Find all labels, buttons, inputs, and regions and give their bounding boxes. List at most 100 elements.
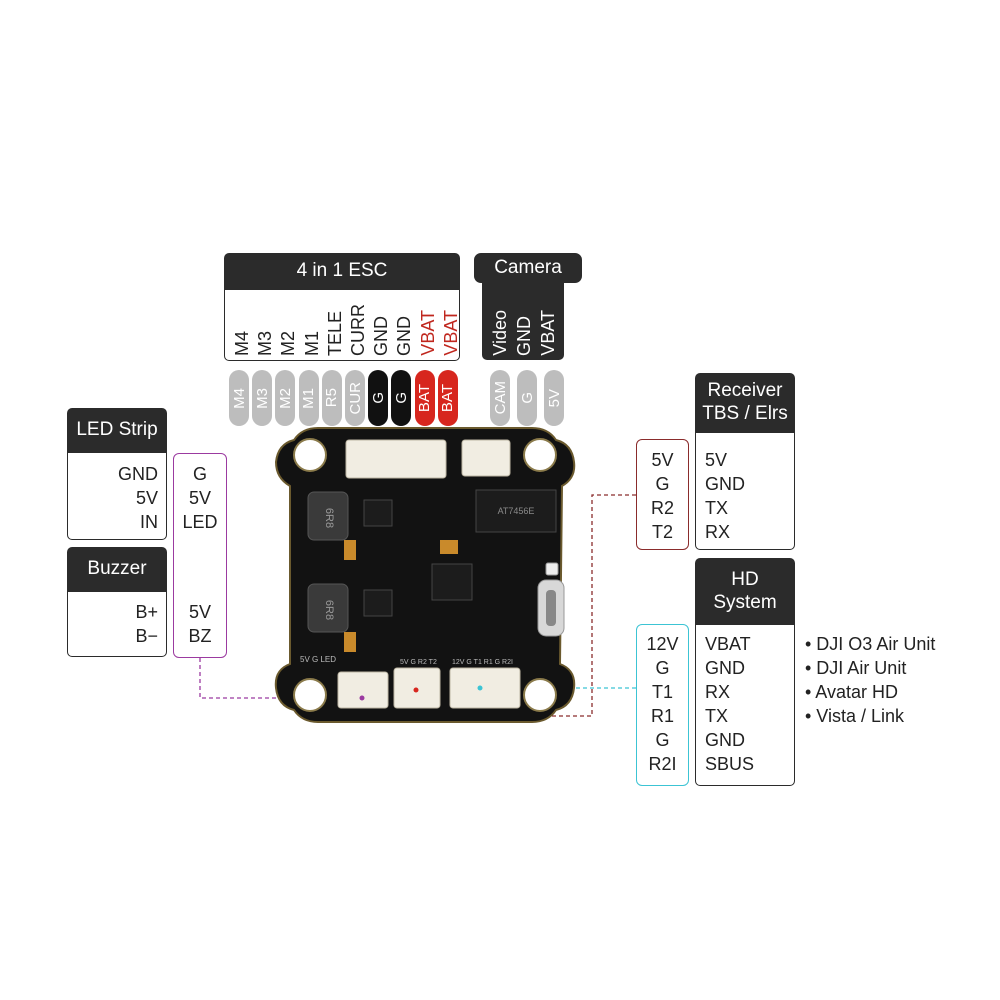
esc-pad: R5	[321, 370, 342, 426]
hd-system-title-line2: System	[713, 591, 777, 613]
camera-pad: CAM	[490, 370, 510, 426]
receiver-title-line2: TBS / Elrs	[702, 403, 788, 424]
led-strip-pad: 5V	[188, 488, 212, 508]
mount-hole	[523, 678, 557, 712]
esc-title: 4 in 1 ESC	[296, 260, 388, 282]
hd-system-label: GND	[705, 730, 745, 750]
esc-pad: M3	[252, 370, 273, 426]
hd-system-label: GND	[705, 658, 745, 678]
buzzer-header: Buzzer	[67, 547, 167, 592]
receiver-label: TX	[705, 498, 729, 518]
capacitor	[344, 632, 356, 652]
capacitor	[440, 540, 458, 554]
hd-system-pad: R2I	[648, 754, 677, 774]
led-strip-pad: LED	[182, 512, 218, 532]
led-connector	[337, 671, 389, 709]
esc-pad: M2	[275, 370, 296, 426]
hd-system-label-box	[695, 624, 795, 786]
led-strip-label: 5V	[135, 488, 158, 508]
inductor	[307, 491, 349, 541]
inductor-marking: 6R8	[323, 600, 335, 620]
hd-system-title-line1: HD	[731, 568, 759, 590]
receiver-label: 5V	[705, 450, 728, 470]
esc-header: 4 in 1 ESC	[224, 253, 460, 290]
receiver-pad: G	[655, 474, 670, 494]
led-strip-pad: G	[192, 464, 207, 484]
buzzer-label-box	[67, 591, 167, 657]
receiver-labels: 5V GND TX RX	[705, 448, 785, 544]
hd-system-pad-frame	[636, 624, 689, 786]
mcu-chip	[431, 563, 473, 601]
silk-hd: 12V G T1 R1 G R2I	[452, 659, 513, 666]
osd-chip-marking: AT7456E	[498, 506, 535, 516]
hd-system-label: VBAT	[705, 634, 751, 654]
esc-pad: M4	[229, 370, 249, 426]
receiver-label: RX	[705, 522, 731, 542]
mount-hole	[293, 678, 327, 712]
silk-led: 5V G LED	[300, 655, 336, 664]
buzzer-label: B−	[135, 626, 158, 646]
buzzer-labels: B+ B−	[75, 600, 158, 648]
receiver-pad-frame	[636, 439, 689, 550]
led-strip-title: LED Strip	[76, 419, 158, 441]
receiver-pad: 5V	[651, 450, 674, 470]
camera-title: Camera	[494, 256, 562, 278]
hd-compatible-item: • Avatar HD	[805, 682, 899, 702]
buzzer-pad: 5V	[188, 602, 212, 622]
inductor	[307, 583, 349, 633]
receiver-title-line1: Receiver	[707, 380, 783, 402]
hd-system-pad: T1	[651, 682, 673, 702]
esc-pad: CUR	[345, 370, 365, 426]
hd-system-pad: R1	[650, 706, 674, 726]
receiver-pad: T2	[651, 522, 673, 542]
receiver-label-box	[695, 432, 795, 550]
camera-pad: G	[517, 370, 537, 426]
led-strip-labels: GND 5V IN	[75, 462, 158, 534]
hd-connector-marker	[477, 685, 483, 691]
led-strip-label-box	[67, 452, 167, 540]
buzzer-pads: 5V BZ	[173, 600, 227, 648]
mount-hole	[523, 438, 557, 472]
esc-pad: M1	[298, 370, 319, 426]
led-strip-pads: G 5V LED	[173, 462, 227, 534]
osd-chip	[475, 489, 557, 533]
hd-compatible-item: • Vista / Link	[805, 706, 905, 726]
receiver-label: GND	[705, 474, 745, 494]
hd-connector	[449, 667, 521, 709]
hd-system-label: SBUS	[705, 754, 755, 774]
hd-system-label: RX	[705, 682, 731, 702]
buzzer-pad: BZ	[188, 626, 212, 646]
hd-system-labels: VBAT GND RX TX GND SBUS	[705, 632, 790, 776]
receiver-connector-marker	[413, 687, 419, 693]
esc-pad: G	[368, 370, 389, 426]
buzzer-label: B+	[135, 602, 158, 622]
led-buzzer-pad-frame	[173, 453, 227, 658]
usb-c-port-inner	[546, 590, 556, 626]
inductor-marking: 6R8	[323, 508, 335, 528]
hd-system-label: TX	[705, 706, 729, 726]
hd-system-header: HD System	[695, 558, 795, 625]
receiver-header: Receiver TBS / Elrs	[695, 373, 795, 433]
boot-button	[545, 562, 559, 576]
hd-compatible-list: • DJI O3 Air Unit • DJI Air Unit • Avata…	[805, 632, 995, 728]
regulator-chip	[363, 499, 393, 527]
camera-header: Camera	[474, 253, 582, 283]
esc-connector	[345, 439, 447, 479]
receiver-pads: 5V G R2 T2	[636, 448, 689, 544]
regulator-chip	[363, 589, 393, 617]
esc-pad: G	[391, 370, 412, 426]
silk-receiver: 5V G R2 T2	[400, 659, 437, 666]
hd-system-pad: 12V	[646, 634, 679, 654]
capacitor	[344, 540, 356, 560]
hd-system-pad: G	[655, 658, 670, 678]
esc-pad: BAT	[414, 370, 435, 426]
mount-hole	[293, 438, 327, 472]
hd-compatible-item: • DJI O3 Air Unit	[805, 634, 936, 654]
receiver-pad: R2	[650, 498, 674, 518]
camera-pad: 5V	[544, 370, 564, 426]
hd-compatible-item: • DJI Air Unit	[805, 658, 907, 678]
led-connector-marker	[359, 695, 365, 701]
